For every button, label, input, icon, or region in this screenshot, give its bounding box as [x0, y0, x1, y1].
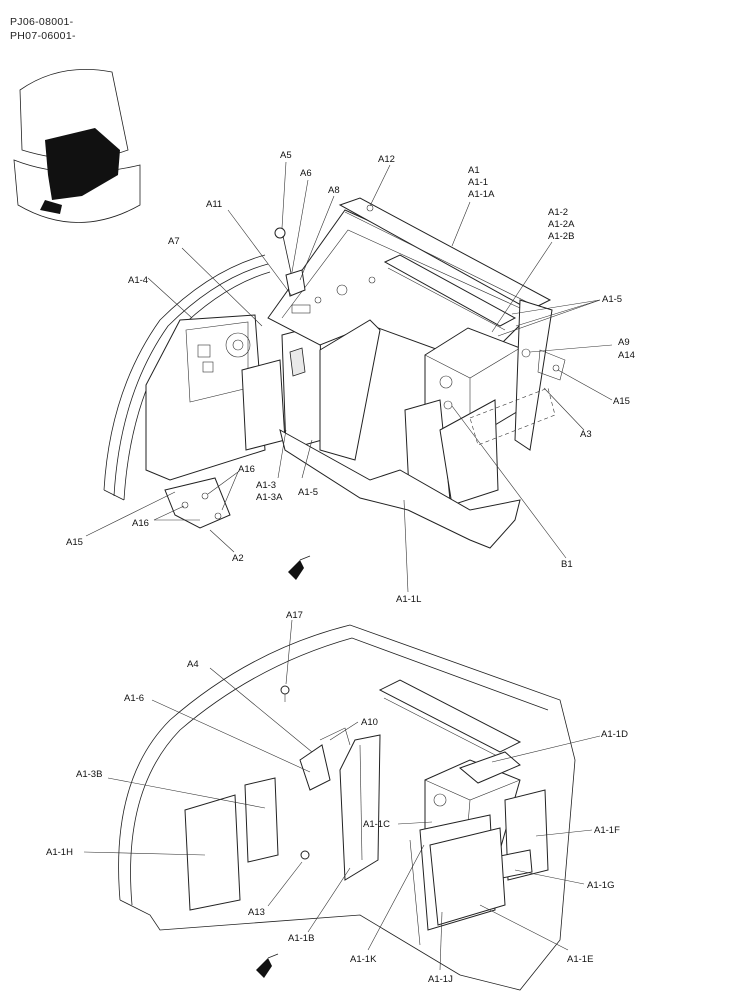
- callout-A1-1K: A1-1K: [350, 954, 377, 965]
- callout-B1: B1: [561, 559, 573, 570]
- callout-A1-4: A1-4: [128, 275, 148, 286]
- callout-A1-5-bottom: A1-5: [298, 487, 318, 498]
- callout-A1: A1: [468, 165, 480, 176]
- callout-A16-upper: A16: [238, 464, 255, 475]
- callout-A1-1C: A1-1C: [363, 819, 390, 830]
- callout-A12: A12: [378, 154, 395, 165]
- callout-A13: A13: [248, 907, 265, 918]
- bottom-leader-lines: [83, 619, 601, 971]
- callout-A5: A5: [280, 150, 292, 161]
- callout-A1-2A: A1-2A: [548, 219, 575, 230]
- serial-range-1: PJ06-08001-: [10, 16, 74, 28]
- callout-A1-1H: A1-1H: [46, 847, 73, 858]
- callout-A7: A7: [168, 236, 180, 247]
- callout-A15-left: A15: [66, 537, 83, 548]
- callout-A2: A2: [232, 553, 244, 564]
- callout-A8: A8: [328, 185, 340, 196]
- callout-A4: A4: [187, 659, 199, 670]
- callout-A6: A6: [300, 168, 312, 179]
- callout-A1-3: A1-3: [256, 480, 276, 491]
- callout-A1-3B: A1-3B: [76, 769, 102, 780]
- callout-A1-2: A1-2: [548, 207, 568, 218]
- callout-A1-3A: A1-3A: [256, 492, 283, 503]
- callout-A1-5-right: A1-5: [602, 294, 622, 305]
- bottom-callout-labels: A17 A4 A1-6 A10 A1-1D A1-3B A1-1C A1-1F …: [46, 610, 628, 985]
- callout-A1-1J: A1-1J: [428, 974, 453, 985]
- callout-A1-1: A1-1: [468, 177, 488, 188]
- callout-A1-1D: A1-1D: [601, 729, 628, 740]
- top-callout-labels: A5 A6 A8 A11 A12 A1 A1-1 A1-1A A1-2 A1-2…: [66, 150, 635, 605]
- callout-A10: A10: [361, 717, 378, 728]
- callout-A3: A3: [580, 429, 592, 440]
- lower-cab-frame-assembly: [118, 624, 576, 991]
- upper-cab-frame-assembly: [103, 197, 566, 580]
- callout-A16-lower: A16: [132, 518, 149, 529]
- callout-A1-1L: A1-1L: [396, 594, 421, 605]
- callout-A1-1B: A1-1B: [288, 933, 314, 944]
- callout-A1-1G: A1-1G: [587, 880, 614, 891]
- callout-A17: A17: [286, 610, 303, 621]
- callout-A15-right: A15: [613, 396, 630, 407]
- callout-A1-6: A1-6: [124, 693, 144, 704]
- top-leader-lines: [85, 161, 613, 593]
- callout-A14: A14: [618, 350, 635, 361]
- callout-A1-1F: A1-1F: [594, 825, 620, 836]
- callout-A1-1E: A1-1E: [567, 954, 593, 965]
- callout-A11: A11: [206, 199, 222, 210]
- callout-A9: A9: [618, 337, 630, 348]
- callout-A1-1A: A1-1A: [468, 189, 495, 200]
- machine-locator-thumbnail: [13, 69, 141, 223]
- callout-A1-2B: A1-2B: [548, 231, 574, 242]
- serial-range-2: PH07-06001-: [10, 30, 76, 42]
